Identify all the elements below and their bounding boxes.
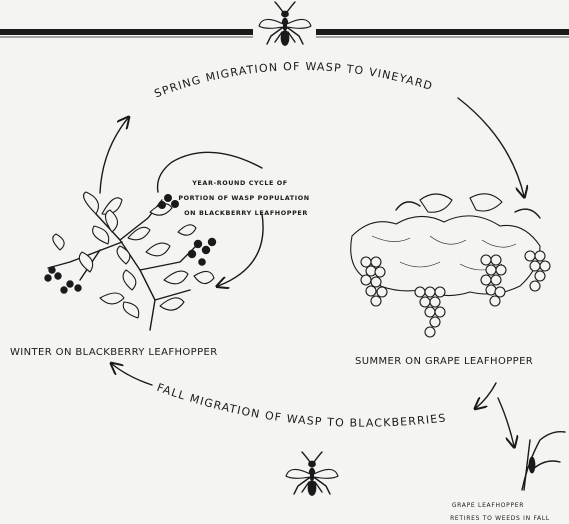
spring-arrow-right [458, 98, 524, 196]
wasp-icon [259, 2, 311, 46]
fall-arrow-left [112, 364, 152, 385]
wasp-icon [286, 452, 338, 496]
winter-label: WINTER ON BLACKBERRY LEAFHOPPER [10, 347, 218, 358]
summer-label: SUMMER ON GRAPE LEAFHOPPER [355, 356, 533, 367]
year-round-label-line1: YEAR-ROUND CYCLE OF [191, 179, 288, 187]
year-round-label-line2: PORTION OF WASP POPULATION [178, 194, 309, 202]
spring-arrow-left [100, 118, 128, 193]
year-round-label-line3: ON BLACKBERRY LEAFHOPPER [184, 209, 308, 217]
fall-migration-label: FALL MIGRATION OF WASP TO BLACKBERRIES [155, 381, 447, 430]
grape-leafhopper-label-line1: GRAPE LEAFHOPPER [452, 502, 524, 509]
grape-vine-icon [351, 194, 550, 337]
spring-migration-label: SPRING MIGRATION OF WASP TO VINEYARD [153, 60, 435, 100]
fall-arrow-right [476, 383, 496, 408]
grape-leafhopper-arrow [498, 398, 514, 446]
year-round-cycle-arrow [158, 152, 264, 286]
grape-leafhopper-label-line2: RETIRES TO WEEDS IN FALL [450, 515, 550, 522]
weed-stem-icon [522, 432, 565, 490]
